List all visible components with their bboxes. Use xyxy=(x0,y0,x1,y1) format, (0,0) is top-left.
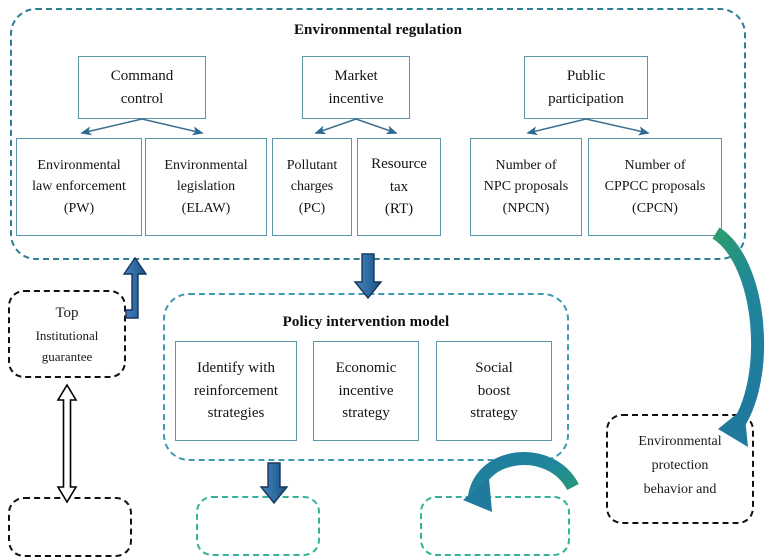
box-line: reinforcement xyxy=(193,382,279,399)
node-line: Top xyxy=(55,304,79,321)
box-line: Command xyxy=(110,67,174,84)
block-arrow-institutional-to-regulation xyxy=(122,256,148,319)
node-line: Institutional xyxy=(35,328,99,344)
box-identify-with-reinforcement-strategies[interactable]: Identify with reinforcement strategies xyxy=(175,341,297,441)
box-npc-proposals[interactable]: Number of NPC proposals (NPCN) xyxy=(470,138,582,236)
node-line: protection xyxy=(651,458,709,474)
box-economic-incentive-strategy[interactable]: Economic incentive strategy xyxy=(313,341,419,441)
box-line: Identify with xyxy=(197,359,275,376)
box-line: incentive xyxy=(328,90,384,107)
box-line: strategy xyxy=(342,405,390,422)
box-line: boost xyxy=(477,382,511,399)
box-line: (PW) xyxy=(63,200,95,216)
node-bottom-middle-partial xyxy=(196,496,320,556)
node-line: behavior and xyxy=(643,482,717,498)
box-public-participation[interactable]: Public participation xyxy=(524,56,648,119)
group-title-environmental-regulation: Environmental regulation xyxy=(293,22,463,38)
box-line: Number of xyxy=(495,158,557,174)
box-line: strategy xyxy=(470,405,518,422)
box-line: control xyxy=(120,90,164,107)
box-line: (RT) xyxy=(384,201,414,218)
box-line: law enforcement xyxy=(32,179,126,195)
node-top-institutional-guarantee[interactable]: Top Institutional guarantee xyxy=(8,290,126,378)
node-environmental-protection-behavior[interactable]: Environmental protection behavior and xyxy=(606,414,754,524)
box-line: strategies xyxy=(207,405,265,422)
node-line: guarantee xyxy=(41,349,93,365)
box-line: legislation xyxy=(176,179,236,195)
box-cppcc-proposals[interactable]: Number of CPPCC proposals (CPCN) xyxy=(588,138,722,236)
box-line: Environmental xyxy=(164,158,248,174)
box-resource-tax[interactable]: Resource tax (RT) xyxy=(357,138,441,236)
box-line: NPC proposals xyxy=(483,179,569,195)
box-line: Environmental xyxy=(37,158,121,174)
box-pollutant-charges[interactable]: Pollutant charges (PC) xyxy=(272,138,352,236)
node-line: Environmental xyxy=(638,434,722,449)
box-social-boost-strategy[interactable]: Social boost strategy xyxy=(436,341,552,441)
box-environmental-legislation[interactable]: Environmental legislation (ELAW) xyxy=(145,138,267,236)
box-line: Market xyxy=(334,67,378,84)
box-line: (NPCN) xyxy=(502,200,550,216)
box-line: (CPCN) xyxy=(632,200,678,216)
box-environmental-law-enforcement[interactable]: Environmental law enforcement (PW) xyxy=(16,138,142,236)
node-bottom-left-partial xyxy=(8,497,132,557)
box-line: Public xyxy=(566,67,606,84)
box-line: Resource xyxy=(371,155,427,172)
box-line: CPPCC proposals xyxy=(604,179,706,195)
box-market-incentive[interactable]: Market incentive xyxy=(302,56,410,119)
box-line: participation xyxy=(548,90,624,107)
box-line: Social xyxy=(475,359,513,376)
box-command-control[interactable]: Command control xyxy=(78,56,206,119)
box-line: Number of xyxy=(624,158,686,174)
box-line: (PC) xyxy=(298,200,326,216)
block-arrow-regulation-to-policy xyxy=(353,253,383,300)
box-line: (ELAW) xyxy=(181,200,231,216)
hollow-arrow-institutional-bottom xyxy=(56,383,78,504)
box-line: Economic xyxy=(335,359,397,376)
box-line: Pollutant xyxy=(286,158,338,174)
diagram-canvas: Environmental regulation Command control… xyxy=(8,8,764,557)
box-line: tax xyxy=(389,178,409,195)
group-title-policy-intervention-model: Policy intervention model xyxy=(282,314,450,330)
box-line: charges xyxy=(290,179,334,195)
box-line: incentive xyxy=(338,382,394,399)
node-bottom-right-partial xyxy=(420,496,570,556)
